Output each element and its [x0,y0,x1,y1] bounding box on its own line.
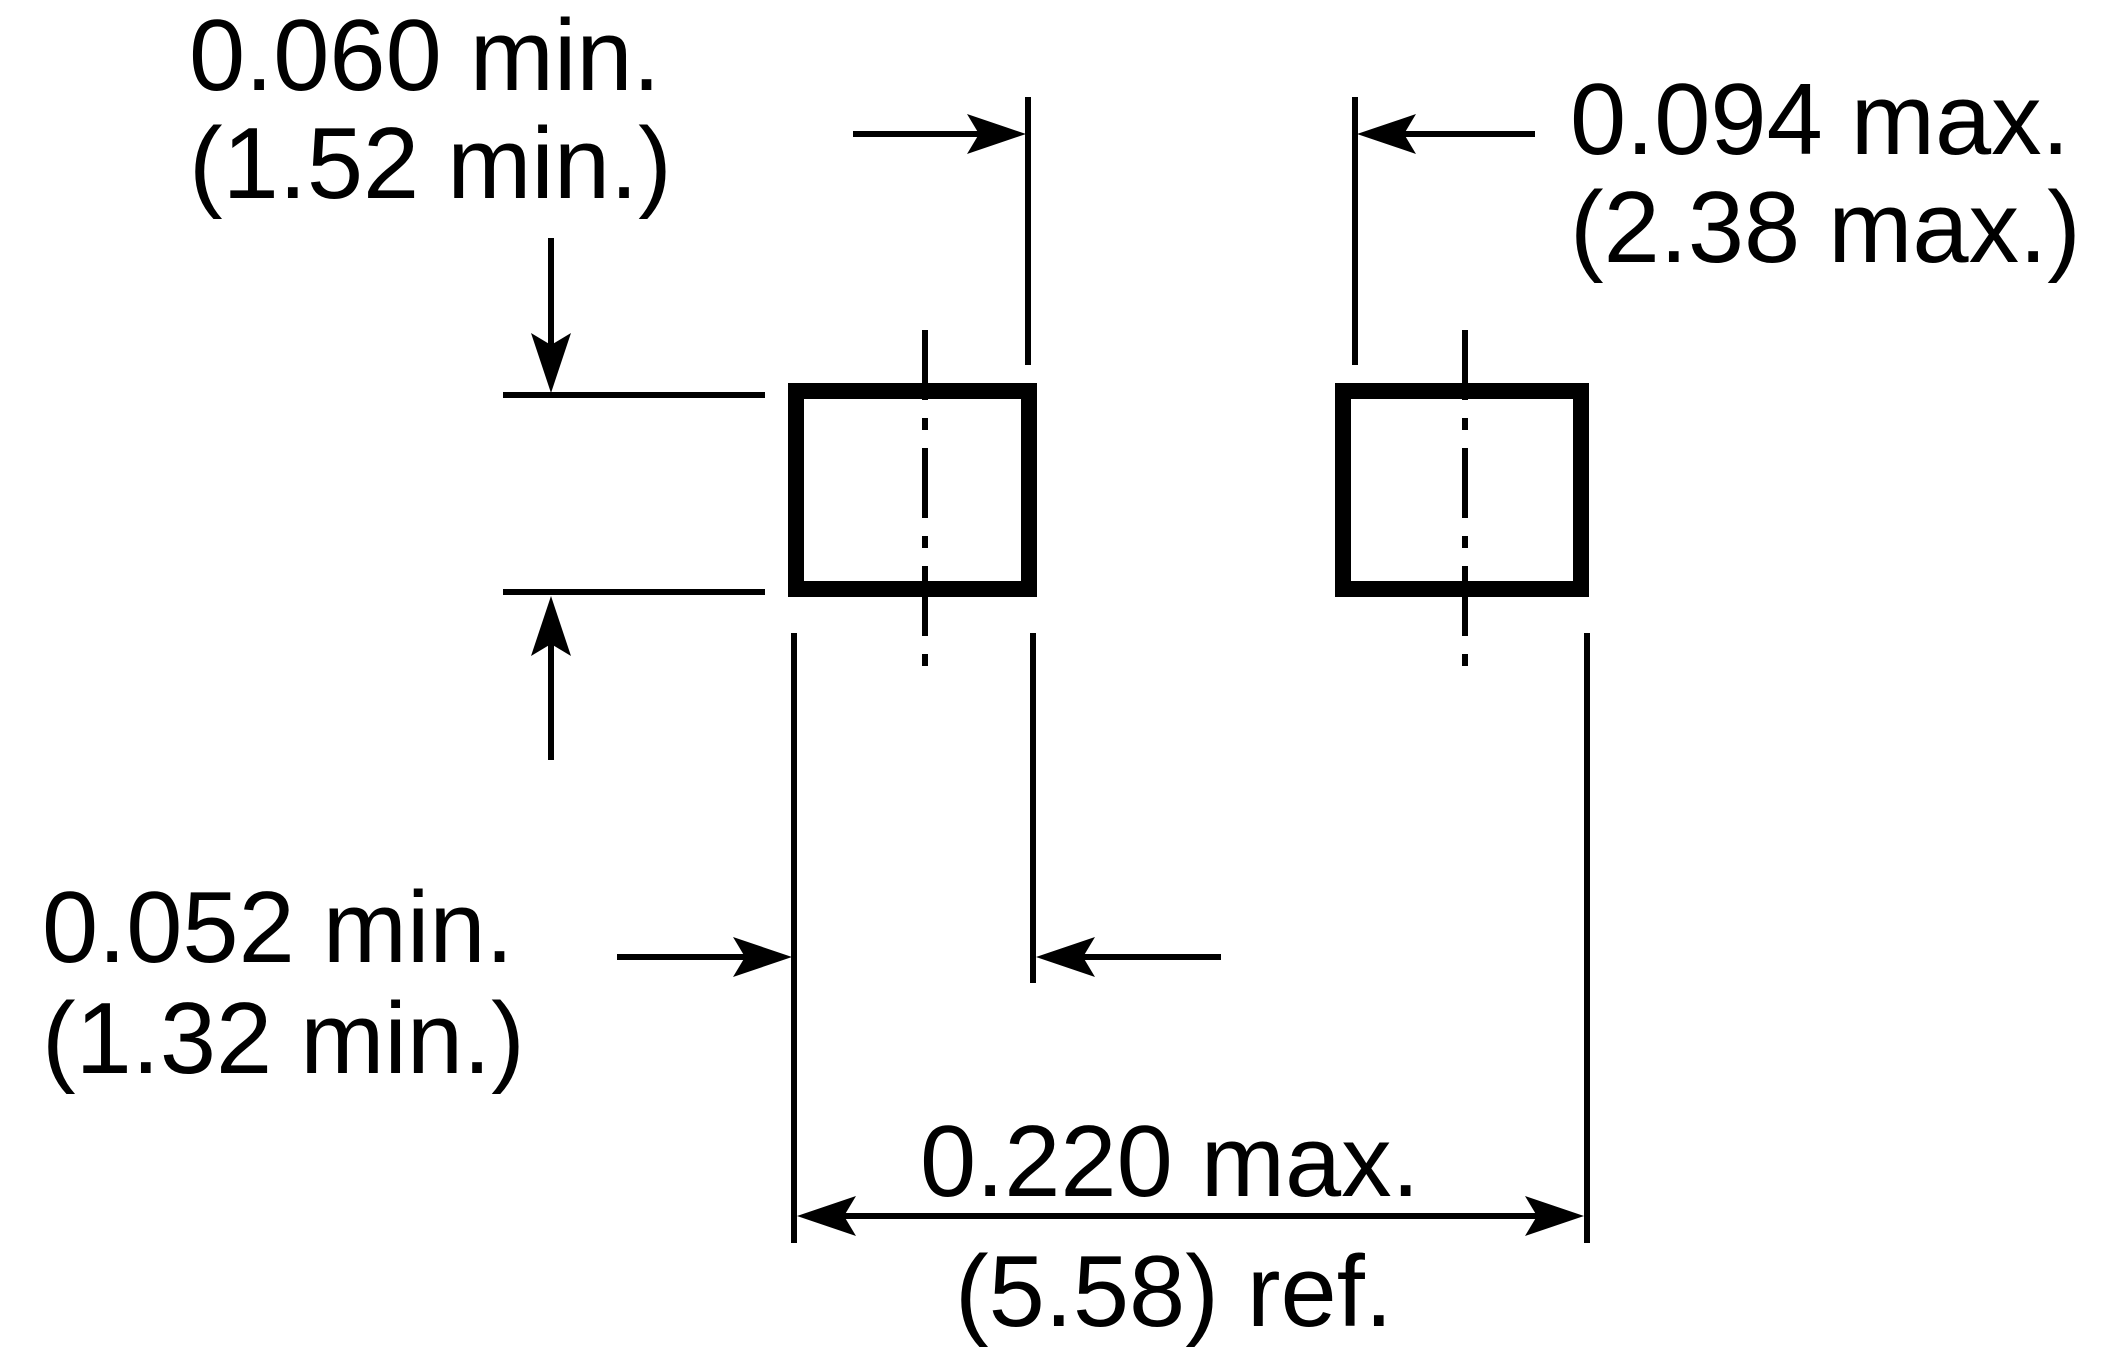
pad-width-mm-label: (2.38 max.) [1570,172,2081,284]
arrowhead-pad-width [1357,114,1416,154]
left-pad [788,383,1037,597]
arrowhead-overall-right [1525,1196,1584,1236]
arrowhead-pad-height-bottom [531,596,571,656]
arrowhead-pad-height-top [531,333,571,393]
arrowhead-overall-left [797,1196,856,1236]
pad-length-mm-label: (1.52 min.) [189,108,672,220]
arrowhead-gap-right [1036,937,1095,977]
overall-length-mm-label: (5.58) ref. [955,1236,1393,1348]
overall-length-inch-label: 0.220 max. [920,1106,1420,1218]
pad-gap-mm-label: (1.32 min.) [42,983,525,1095]
pad-gap-inch-label: 0.052 min. [42,872,514,984]
arrowhead-gap-left [733,937,792,977]
pad-width-inch-label: 0.094 max. [1570,64,2070,176]
arrowhead-pad-length [967,114,1026,154]
pad-length-inch-label: 0.060 min. [189,0,661,112]
